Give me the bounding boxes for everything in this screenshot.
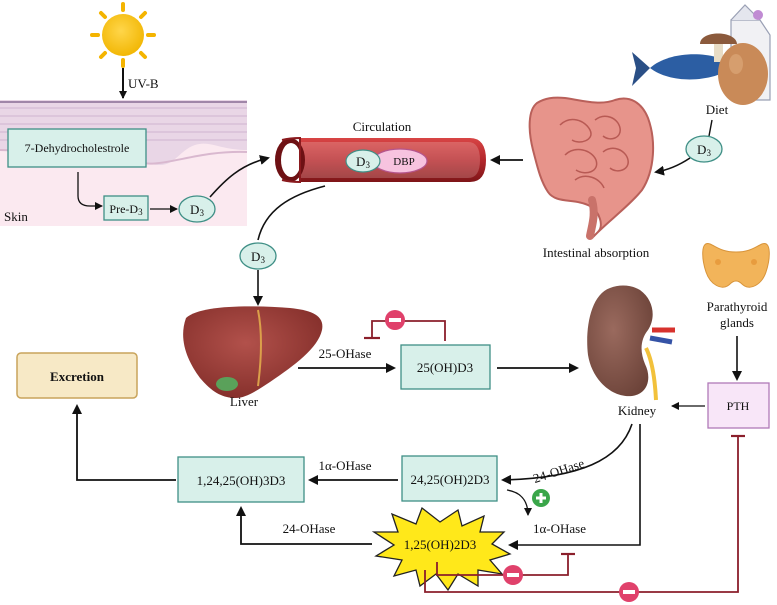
sun-icon xyxy=(90,2,156,68)
diet-label: Diet xyxy=(706,102,729,117)
ohase24-bottom-label: 24-OHase xyxy=(283,521,336,536)
liver-d3-bubble xyxy=(239,242,277,270)
feedback-pth-line xyxy=(424,436,739,593)
minus-badge-25ohd3 xyxy=(385,310,405,330)
24-25-oh2d3-label: 24,25(OH)2D3 xyxy=(410,472,489,487)
liver-icon xyxy=(183,306,323,398)
124-25-oh3d3-box xyxy=(177,456,305,503)
alpha-ohase-top-label: 1α-OHase xyxy=(318,458,371,473)
dehydrocholesterol-label: 7-Dehydrocholestrole xyxy=(25,141,130,155)
pre-d3-box xyxy=(103,195,149,221)
liver-d3-label: D3 xyxy=(251,249,265,265)
minus-badge-125 xyxy=(503,565,523,585)
kidney-label: Kidney xyxy=(618,403,657,418)
liver-label: Liver xyxy=(230,394,259,409)
mushroom-icon xyxy=(700,33,737,62)
dehydro-to-pre-arrow xyxy=(77,172,103,210)
feedback-25ohd3-line xyxy=(371,320,446,341)
diet-to-intestine-arrow xyxy=(654,157,691,176)
plus-badge xyxy=(532,489,550,507)
alpha-ohase-bottom-label: 1α-OHase xyxy=(533,521,586,536)
24-25-oh2d3-box xyxy=(401,455,498,502)
uvb-label: UV-B xyxy=(128,76,159,91)
kidney-to-125-arrow xyxy=(508,424,641,550)
minus-badge-pth xyxy=(619,582,639,602)
125-to-12425-arrow xyxy=(236,506,372,545)
circulation-d3-bubble xyxy=(345,149,381,173)
dehydrocholesterol-box xyxy=(7,128,147,168)
pre-d3-label: Pre-D3 xyxy=(109,202,143,217)
feedback-125-line xyxy=(436,555,569,576)
ohase25-label: 25-OHase xyxy=(319,346,372,361)
parathyroid-label-line1: Parathyroid xyxy=(707,299,768,314)
kidney-icon xyxy=(587,285,675,401)
125-oh2d3-burst xyxy=(371,506,512,592)
diet-d3-label: D3 xyxy=(697,142,711,158)
skin-d3-label: D3 xyxy=(190,202,204,218)
excretion-box xyxy=(16,352,138,399)
intestine-icon xyxy=(528,96,655,240)
pth-label: PTH xyxy=(727,399,750,413)
pth-box xyxy=(707,382,770,429)
dbp-label: DBP xyxy=(393,156,414,168)
circulation-label: Circulation xyxy=(353,119,412,134)
stimulation-arrow xyxy=(506,489,532,516)
circulation-to-liver-line xyxy=(257,185,326,241)
egg-icon xyxy=(718,43,768,105)
thyroid-icon xyxy=(702,243,770,288)
excretion-label: Excretion xyxy=(50,369,105,384)
diet-d3-bubble xyxy=(685,135,723,163)
kidney-to-2425-arrow xyxy=(501,423,633,485)
parathyroid-label-line2: glands xyxy=(720,315,754,330)
diet-connector xyxy=(708,119,713,137)
25ohd3-box xyxy=(400,344,491,390)
to-excretion-arrow xyxy=(72,404,176,481)
circulation-d3-label: D3 xyxy=(356,154,370,170)
intestinal-absorption-label: Intestinal absorption xyxy=(543,245,650,260)
skin-d3-bubble xyxy=(178,195,216,223)
skin-label: Skin xyxy=(4,209,28,224)
124-25-oh3d3-label: 1,24,25(OH)3D3 xyxy=(197,473,286,488)
skin-to-circulation-arrow xyxy=(209,155,270,198)
125-oh2d3-label: 1,25(OH)2D3 xyxy=(404,537,477,552)
ohase24-kidney-label: 24-OHase xyxy=(531,455,586,486)
25ohd3-label: 25(OH)D3 xyxy=(417,360,473,375)
